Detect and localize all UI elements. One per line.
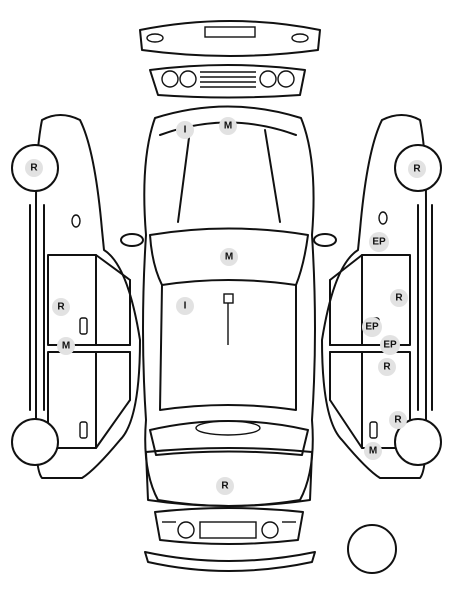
svg-text:R: R <box>30 163 38 174</box>
svg-text:I: I <box>184 125 187 136</box>
svg-text:R: R <box>413 164 421 175</box>
svg-text:R: R <box>57 302 65 313</box>
damage-mark-right-front-wheel[interactable]: R <box>408 160 426 178</box>
svg-text:R: R <box>395 293 403 304</box>
damage-mark-right-mirror-area[interactable]: EP <box>369 232 389 252</box>
damage-mark-trunk[interactable]: R <box>216 477 234 495</box>
svg-text:EP: EP <box>372 237 386 248</box>
damage-mark-hood-left[interactable]: I <box>176 121 194 139</box>
front-bumper-top <box>139 20 321 57</box>
svg-text:I: I <box>184 301 187 312</box>
svg-text:EP: EP <box>383 340 397 351</box>
damage-mark-hood-center[interactable]: M <box>219 117 237 135</box>
damage-mark-left-sill[interactable]: M <box>57 337 75 355</box>
damage-mark-left-front-wheel[interactable]: R <box>25 159 43 177</box>
svg-text:M: M <box>224 121 232 132</box>
damage-mark-right-rear-quarter[interactable]: R <box>389 411 407 429</box>
svg-text:M: M <box>225 252 233 263</box>
svg-text:EP: EP <box>365 322 379 333</box>
damage-mark-cabin-left[interactable]: I <box>176 297 194 315</box>
damage-mark-roof[interactable]: M <box>220 248 238 266</box>
svg-text:R: R <box>221 481 229 492</box>
svg-text:M: M <box>369 446 377 457</box>
svg-text:R: R <box>394 415 402 426</box>
svg-text:R: R <box>383 362 391 373</box>
rear-bumper <box>144 507 316 572</box>
damage-mark-left-front-door[interactable]: R <box>52 298 70 316</box>
right-side-view <box>321 114 442 479</box>
damage-mark-right-door-handle[interactable]: EP <box>362 317 382 337</box>
spare-wheel <box>347 524 397 574</box>
front-grille <box>149 64 306 99</box>
damage-mark-right-door-edge[interactable]: EP <box>380 335 400 355</box>
damage-mark-right-rear-door[interactable]: R <box>378 358 396 376</box>
svg-text:M: M <box>62 341 70 352</box>
damage-mark-right-rear-sill[interactable]: M <box>364 442 382 460</box>
car-top-body <box>120 105 337 507</box>
damage-mark-right-front-door[interactable]: R <box>390 289 408 307</box>
